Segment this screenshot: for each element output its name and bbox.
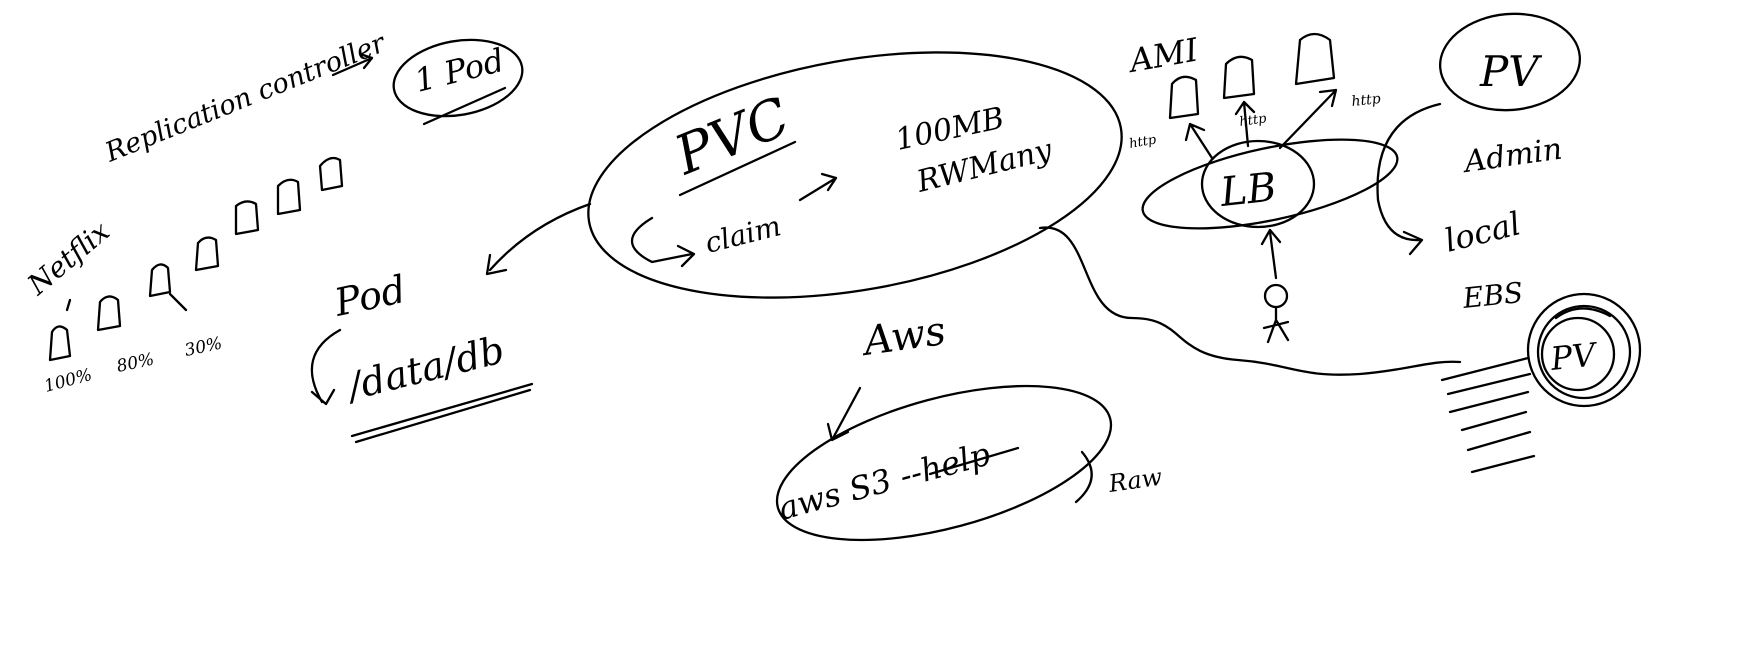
pod-icon — [234, 200, 260, 236]
pod-icon — [276, 178, 302, 216]
hatch-line — [1470, 454, 1536, 474]
pv-disk-label: PV — [1548, 335, 1600, 378]
pvc-underline — [678, 140, 797, 197]
pvc-to-ebs-cable — [1038, 226, 1462, 376]
lb-circle — [1200, 139, 1316, 229]
pvc-bubble — [587, 51, 1123, 299]
one-pod-bubble — [392, 38, 524, 118]
ebs-disk — [1526, 292, 1642, 408]
replication-arrow — [331, 52, 374, 77]
hatch-line — [1440, 356, 1530, 382]
user-body — [1262, 306, 1290, 344]
replication-controller-label: Replication controller — [100, 27, 391, 169]
netflix-tick — [65, 298, 72, 312]
instance-icon — [1222, 55, 1256, 100]
pvc-to-pod-arrow — [485, 202, 592, 276]
pv-label: PV — [1479, 47, 1542, 96]
pct-100-label: 100% — [42, 365, 94, 397]
pod-icon — [194, 236, 220, 272]
pct-80-label: 80% — [115, 349, 156, 376]
ami-instance-icons — [1168, 32, 1336, 120]
pod-label: Pod — [330, 267, 410, 325]
disk-core — [1540, 316, 1616, 392]
raw-label: Raw — [1106, 463, 1164, 498]
pv-bubble — [1438, 12, 1582, 112]
pod-icon — [148, 263, 172, 298]
instance-icon — [1168, 75, 1200, 120]
pv-to-local-arrow — [1376, 102, 1442, 256]
data-db-underline — [350, 382, 534, 444]
user-head — [1263, 283, 1289, 309]
user-figure — [1262, 283, 1290, 344]
pvc-claim-hook — [631, 216, 696, 268]
netflix-label: Netflix — [21, 214, 116, 302]
pod-icon — [96, 295, 122, 332]
pct-30-pointer — [168, 292, 188, 312]
user-to-lb-arrow — [1260, 228, 1282, 280]
lb-label: LB — [1217, 164, 1278, 216]
aws-s3-label: aws S3 --help — [774, 435, 994, 528]
ebs-label: EBS — [1460, 276, 1524, 315]
http-label-1: http — [1128, 132, 1158, 152]
disk-inner-ring — [1536, 304, 1632, 400]
pod-icon — [318, 156, 344, 192]
pvc-claim-arrow — [798, 172, 838, 202]
ami-label: AMI — [1124, 30, 1202, 80]
pod-icon — [48, 325, 72, 362]
lb-outer-ellipse — [1141, 138, 1399, 230]
instance-icon — [1294, 32, 1336, 86]
lb-routing-arrows — [1184, 88, 1338, 160]
netflix-pod-icons — [48, 156, 344, 362]
hatch-line — [1448, 390, 1530, 414]
disk-hatching — [1440, 356, 1536, 474]
route-arrow — [1184, 122, 1214, 160]
admin-label: Admin — [1459, 132, 1564, 181]
aws-s3-underline — [928, 446, 1020, 476]
route-arrow — [1234, 100, 1256, 148]
aws-s3-bubble — [775, 384, 1113, 542]
raw-brace — [1074, 450, 1093, 504]
pvc-claim-label: claim — [702, 209, 785, 260]
pct-30-label: 30% — [183, 333, 224, 360]
local-label: local — [1441, 204, 1525, 259]
pod-mount-arrow — [310, 328, 342, 406]
disk-top-arc — [1554, 307, 1612, 320]
hatch-line — [1446, 372, 1532, 396]
disk-outer-ring — [1526, 292, 1642, 408]
http-label-2: http — [1238, 111, 1268, 130]
route-arrow — [1278, 88, 1338, 150]
one-pod-underline — [422, 86, 507, 126]
hatch-line — [1466, 430, 1532, 452]
hatch-line — [1460, 410, 1528, 432]
aws-label: Aws — [857, 308, 948, 366]
http-label-3: http — [1351, 91, 1382, 110]
